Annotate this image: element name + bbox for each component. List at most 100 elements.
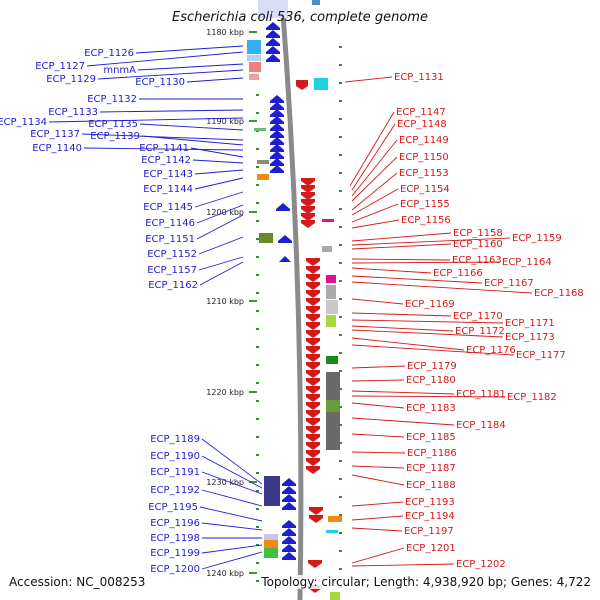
gene-label[interactable]: ECP_1194	[405, 511, 455, 522]
gene-label[interactable]: ECP_1155	[400, 199, 450, 210]
gene-label[interactable]: ECP_1139	[90, 131, 140, 142]
label-connector	[199, 261, 244, 286]
label-connector	[48, 117, 244, 123]
ruler-tick	[249, 300, 257, 302]
gene-label[interactable]: ECP_1184	[456, 420, 506, 431]
gene-label[interactable]: ECP_1163	[452, 255, 502, 266]
gene-label[interactable]: ECP_1201	[406, 543, 456, 554]
gene-label[interactable]: ECP_1158	[453, 228, 503, 239]
label-connector	[351, 365, 406, 369]
gene-label[interactable]: ECP_1127	[35, 61, 85, 72]
gene-label[interactable]: ECP_1148	[397, 119, 447, 130]
gene-label[interactable]: ECP_1164	[502, 257, 552, 268]
gene-label[interactable]: ECP_1180	[406, 375, 456, 386]
gene-label[interactable]: ECP_1154	[400, 184, 450, 195]
gene-label[interactable]: ECP_1182	[507, 392, 557, 403]
gene-label[interactable]: ECP_1193	[405, 497, 455, 508]
gene-label[interactable]: ECP_1160	[453, 239, 503, 250]
gene-label[interactable]: ECP_1131	[394, 72, 444, 83]
gene-label[interactable]: ECP_1157	[147, 265, 197, 276]
gene-label[interactable]: ECP_1150	[399, 152, 449, 163]
gene-block	[247, 55, 261, 61]
label-connector	[351, 395, 506, 398]
gene-label[interactable]: ECP_1151	[145, 234, 195, 245]
gene-label[interactable]: ECP_1171	[505, 318, 555, 329]
gene-label[interactable]: ECP_1196	[150, 518, 200, 529]
tick-dot	[256, 184, 259, 186]
gene-label[interactable]: ECP_1137	[30, 129, 80, 140]
reverse-gene-arrow	[270, 130, 284, 138]
ruler-label: 1210 kbp	[206, 297, 244, 306]
label-connector	[351, 237, 511, 246]
reverse-gene-arrow	[282, 544, 296, 552]
gene-label[interactable]: ECP_1142	[141, 155, 191, 166]
gene-label[interactable]: ECP_1200	[150, 564, 200, 575]
label-connector	[349, 111, 395, 187]
gene-label[interactable]: ECP_1167	[484, 278, 534, 289]
gene-label[interactable]: mnmA	[103, 65, 136, 76]
ruler-label: 1200 kbp	[206, 208, 244, 217]
tick-dot	[256, 418, 259, 420]
gene-label[interactable]: ECP_1166	[433, 268, 483, 279]
label-connector	[351, 258, 451, 261]
reverse-gene-arrow	[282, 536, 296, 544]
gene-label[interactable]: ECP_1188	[406, 480, 456, 491]
gene-label[interactable]: ECP_1176	[466, 345, 516, 356]
ruler-tick	[249, 391, 257, 393]
gene-label[interactable]: ECP_1172	[455, 326, 505, 337]
gene-label[interactable]: ECP_1192	[150, 485, 200, 496]
gene-label[interactable]: ECP_1187	[406, 463, 456, 474]
gene-label[interactable]: ECP_1189	[150, 434, 200, 445]
tick-dot	[256, 292, 259, 294]
gene-label[interactable]: ECP_1173	[505, 332, 555, 343]
gene-label[interactable]: ECP_1191	[150, 467, 200, 478]
tick-dot	[339, 352, 342, 354]
gene-label[interactable]: ECP_1129	[46, 74, 96, 85]
reverse-gene-arrow	[270, 95, 284, 103]
forward-gene-arrow	[306, 322, 320, 330]
gene-label[interactable]: ECP_1130	[135, 77, 185, 88]
gene-label[interactable]: ECP_1156	[401, 215, 451, 226]
gene-label[interactable]: ECP_1135	[88, 119, 138, 130]
gene-label[interactable]: ECP_1149	[399, 135, 449, 146]
gene-label[interactable]: ECP_1186	[407, 448, 457, 459]
gene-label[interactable]: ECP_1183	[406, 403, 456, 414]
gene-label[interactable]: ECP_1162	[148, 280, 198, 291]
gene-label[interactable]: ECP_1153	[399, 168, 449, 179]
gene-label[interactable]: ECP_1146	[145, 218, 195, 229]
gene-label[interactable]: ECP_1195	[148, 502, 198, 513]
ruler-label: 1230 kbp	[206, 478, 244, 487]
gene-label[interactable]: ECP_1141	[139, 143, 189, 154]
gene-label[interactable]: ECP_1147	[396, 107, 446, 118]
gene-label[interactable]: ECP_1145	[143, 202, 193, 213]
gene-label[interactable]: ECP_1190	[150, 451, 200, 462]
tick-dot	[339, 370, 342, 372]
gene-label[interactable]: ECP_1179	[407, 361, 457, 372]
gene-label[interactable]: ECP_1185	[406, 432, 456, 443]
gene-label[interactable]: ECP_1198	[150, 533, 200, 544]
gene-label[interactable]: ECP_1159	[512, 233, 562, 244]
gene-label[interactable]: ECP_1144	[143, 184, 193, 195]
gene-label[interactable]: ECP_1197	[404, 526, 454, 537]
gene-label[interactable]: ECP_1199	[150, 548, 200, 559]
reverse-gene-arrow	[266, 30, 280, 38]
gene-label[interactable]: ECP_1140	[32, 143, 82, 154]
gene-label[interactable]: ECP_1143	[143, 169, 193, 180]
tick-dot	[256, 148, 259, 150]
tick-dot	[256, 364, 259, 366]
gene-label[interactable]: ECP_1132	[87, 94, 137, 105]
gene-label[interactable]: ECP_1177	[516, 350, 566, 361]
gene-label[interactable]: ECP_1170	[453, 311, 503, 322]
gene-label[interactable]: ECP_1126	[84, 48, 134, 59]
gene-label[interactable]: ECP_1152	[147, 249, 197, 260]
gene-label[interactable]: ECP_1181	[456, 389, 506, 400]
gene-label[interactable]: ECP_1169	[405, 299, 455, 310]
gene-label[interactable]: ECP_1134	[0, 117, 47, 128]
gene-label[interactable]: ECP_1168	[534, 288, 584, 299]
gene-label[interactable]: ECP_1133	[48, 107, 98, 118]
forward-gene-arrow	[306, 338, 320, 346]
forward-gene-arrow	[306, 466, 320, 474]
gene-label[interactable]: ECP_1202	[456, 559, 506, 570]
